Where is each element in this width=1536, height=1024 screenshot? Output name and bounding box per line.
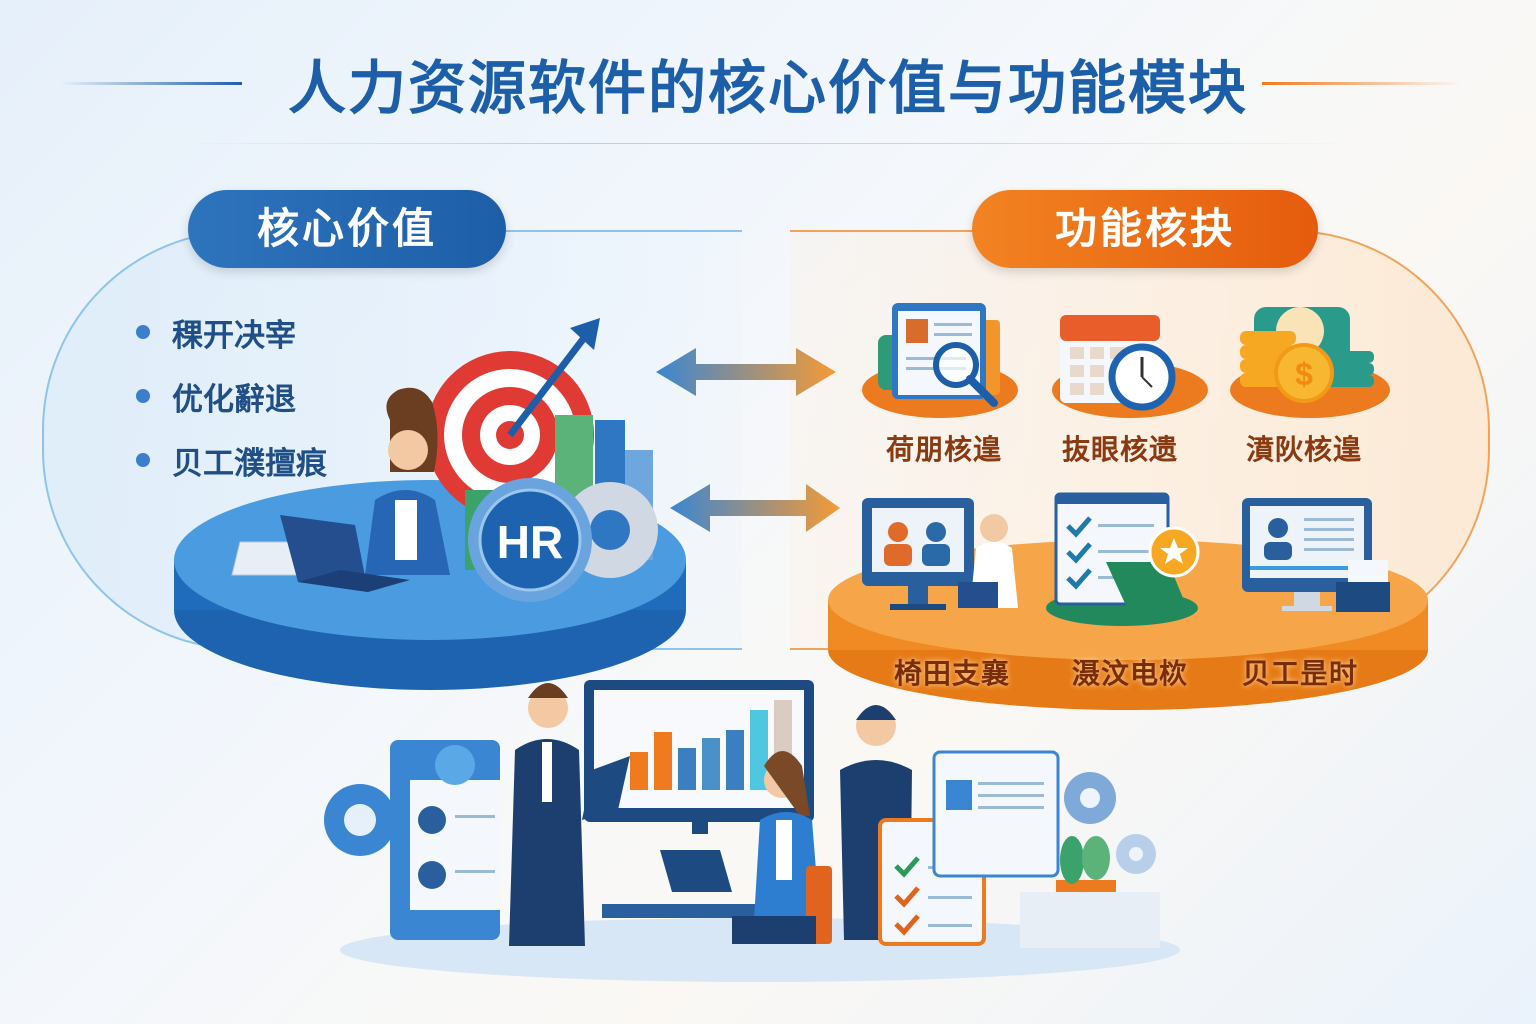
target-with-arrow-icon — [426, 318, 600, 519]
checklist-award-icon — [1046, 492, 1200, 626]
module-icons-row2 — [828, 492, 1428, 710]
svg-text:HR: HR — [497, 516, 563, 568]
woman-at-laptop-icon — [280, 387, 450, 592]
coins-payroll-icon: $ — [1230, 307, 1390, 418]
function-modules-heading: 功能核抉 — [972, 190, 1318, 268]
gear-icon — [324, 784, 396, 856]
hr-gear-badge-icon: HR — [468, 478, 592, 602]
bidirectional-arrow-icon — [670, 484, 840, 532]
plant-icon — [1020, 836, 1160, 948]
core-value-list: 稞开决宰 优化辭退 贝工濮擅痕 — [136, 300, 327, 492]
core-value-heading: 核心价值 — [188, 190, 506, 268]
video-conference-icon — [862, 498, 1018, 610]
hr-core-illustration: HR — [174, 318, 686, 690]
module-label-recruitment: 荷朋核遑 — [885, 433, 1002, 466]
gear-icon — [1116, 834, 1156, 874]
gear-icon — [1064, 772, 1116, 824]
title-decor-line-right — [1262, 82, 1462, 85]
employee-profile-icon — [1242, 498, 1390, 612]
bullet-dot-icon — [136, 325, 150, 339]
profile-cards-icon — [390, 740, 500, 940]
bottom-office-scene — [324, 680, 1180, 982]
bullet-dot-icon — [136, 453, 150, 467]
calendar-clock-icon — [1052, 315, 1208, 418]
module-label-performance: 滠汶电栨 — [1071, 657, 1188, 690]
svg-text:$: $ — [1295, 356, 1313, 392]
core-value-item: 优化辭退 — [136, 364, 327, 428]
woman-at-laptop-icon — [660, 751, 832, 944]
header-divider — [180, 143, 1360, 144]
module-label-training: 椅田支襄 — [893, 657, 1010, 690]
module-icons-row1: $ — [862, 303, 1390, 418]
module-label-employee-records: 贝工昰时 — [1241, 657, 1358, 690]
chart-bars — [630, 700, 792, 790]
core-value-item: 贝工濮擅痕 — [136, 428, 327, 492]
connector-arrows — [656, 348, 840, 532]
bidirectional-arrow-icon — [656, 348, 836, 396]
title-decor-line-left — [60, 82, 242, 85]
profile-document-icon — [932, 750, 1060, 878]
core-value-item: 稞开决宰 — [136, 300, 327, 364]
bullet-dot-icon — [136, 389, 150, 403]
core-value-item-label: 贝工濮擅痕 — [172, 445, 327, 482]
module-label-attendance: 抜眼核遗 — [1061, 433, 1178, 466]
page-title: 人力资源软件的核心价值与功能模块 — [287, 54, 1248, 122]
core-value-item-label: 优化辭退 — [172, 381, 296, 418]
module-label-payroll: 濆阦核遑 — [1245, 433, 1362, 466]
resume-search-icon — [862, 303, 1018, 418]
core-value-item-label: 稞开决宰 — [172, 317, 296, 354]
businessman-with-tablet-icon — [509, 683, 630, 946]
